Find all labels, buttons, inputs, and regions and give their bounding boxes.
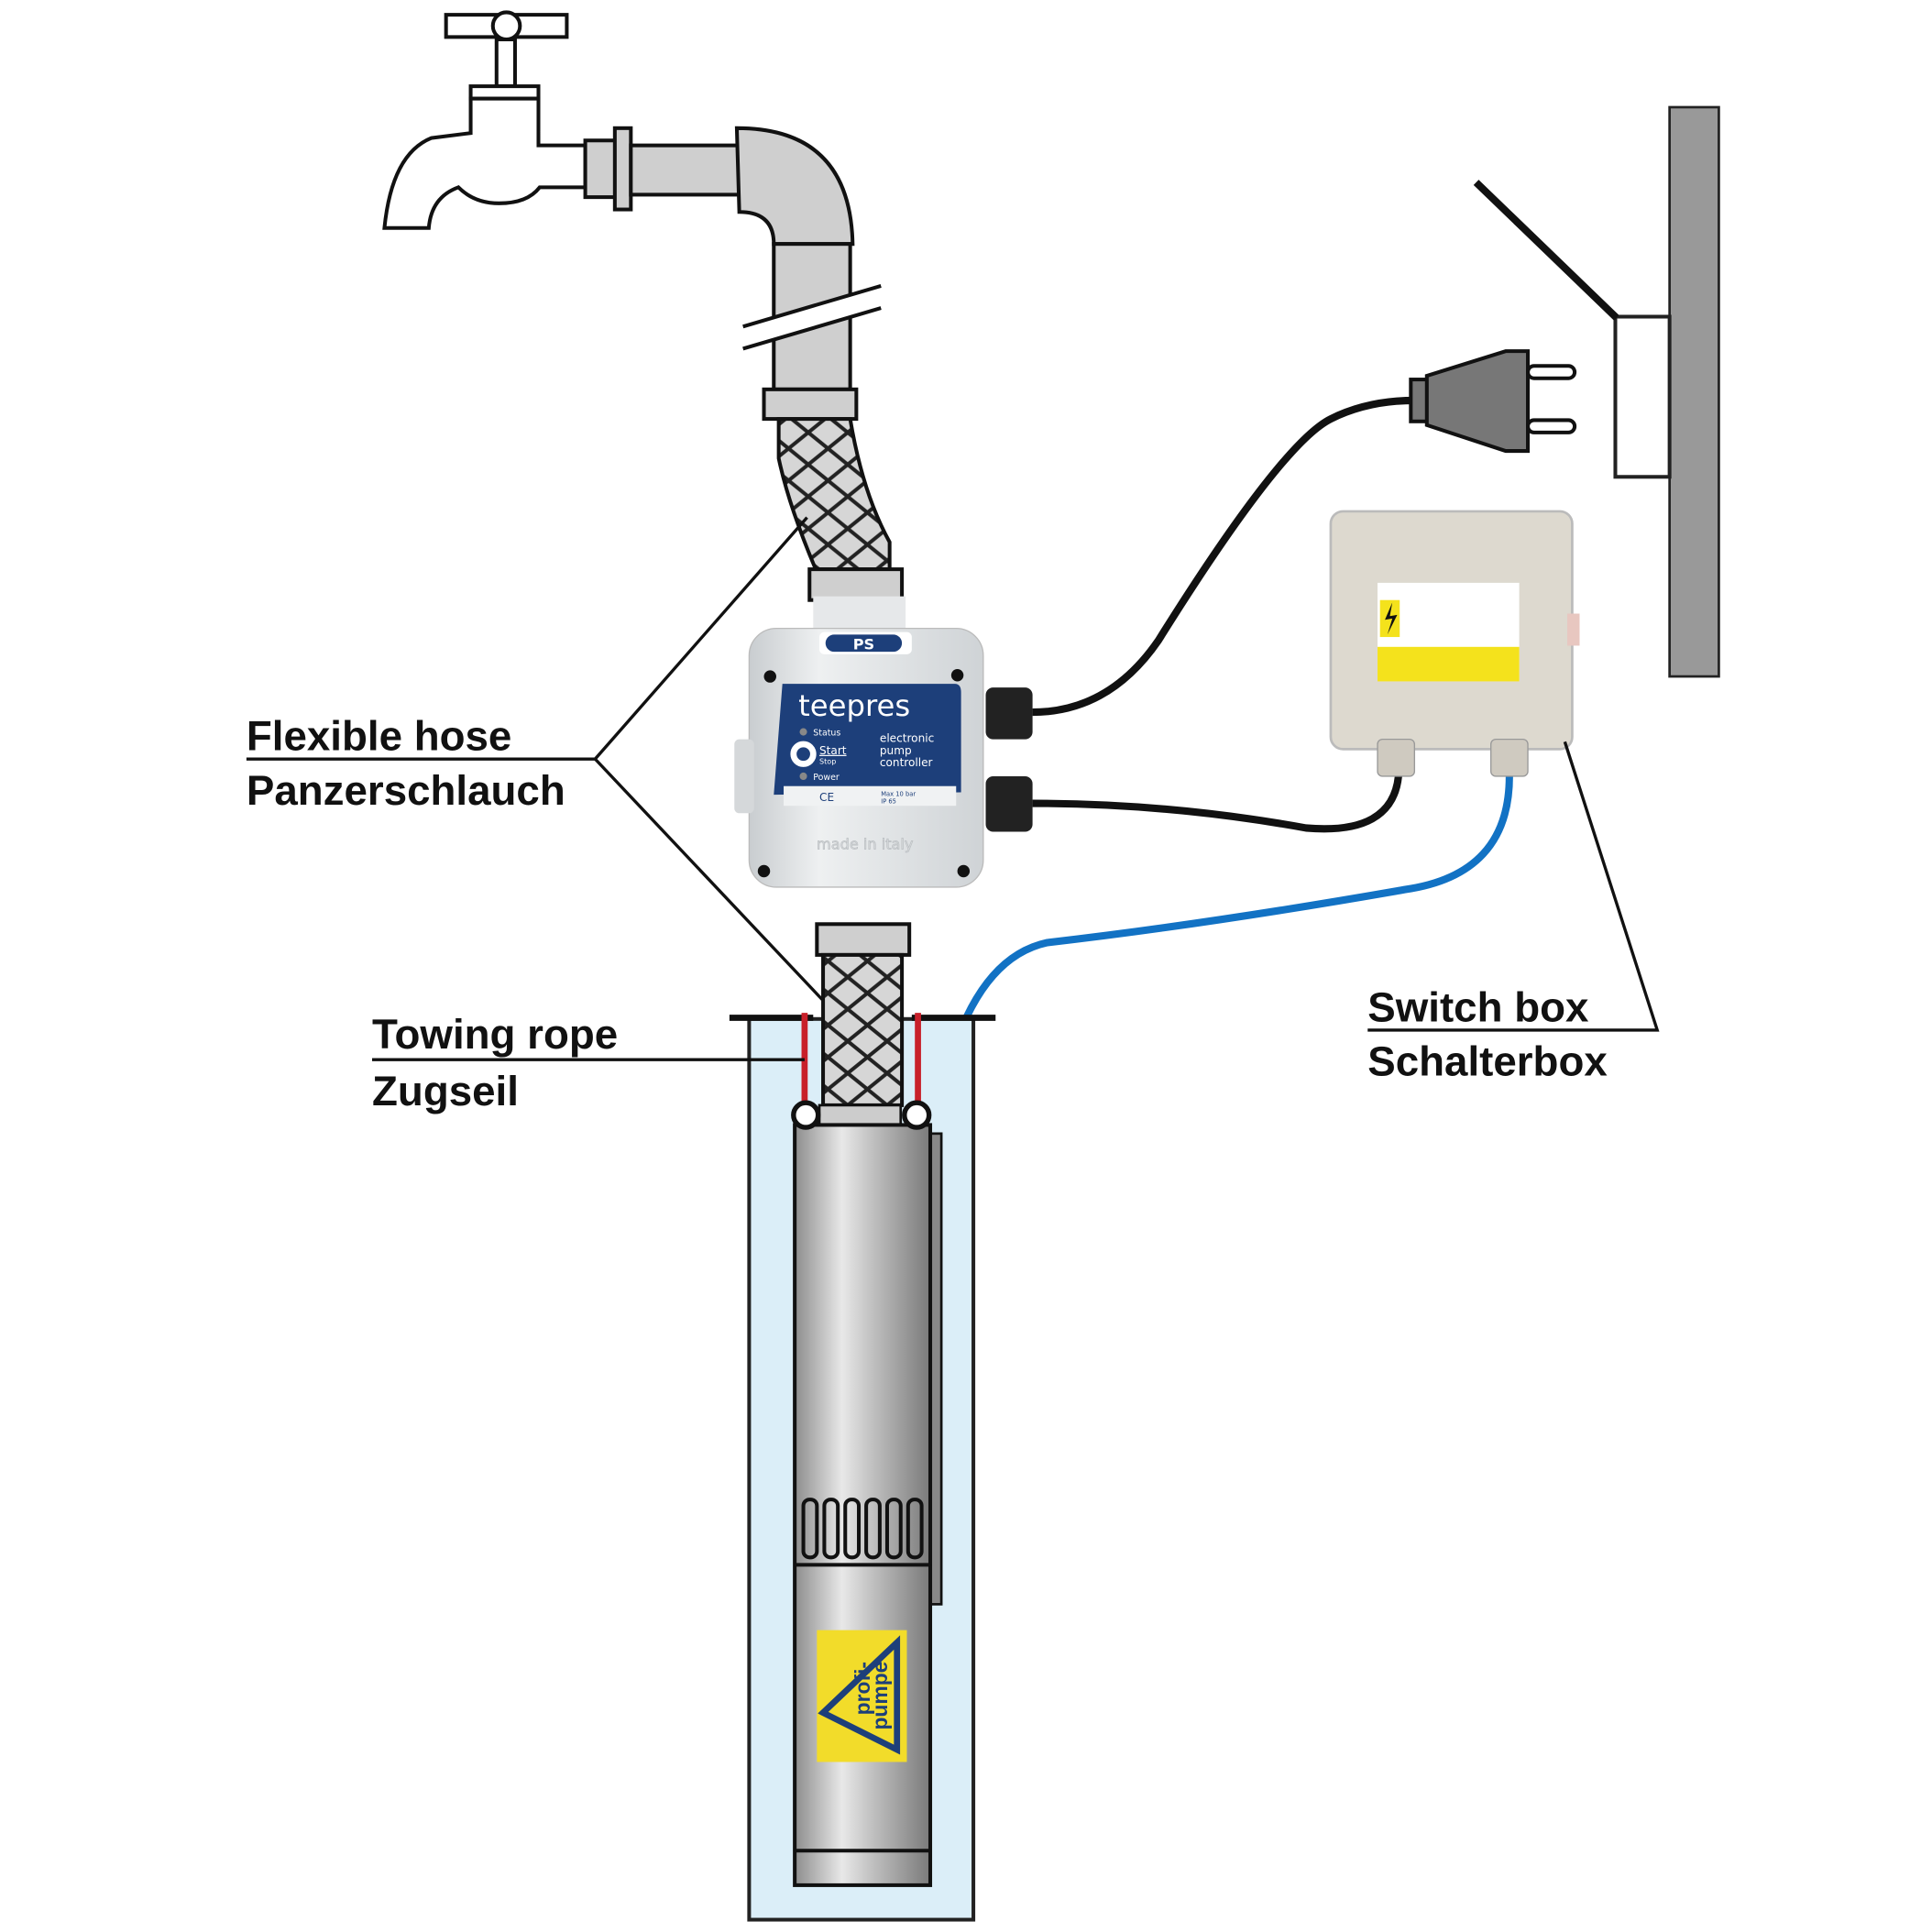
label-zugseil: Zugseil	[372, 1068, 519, 1114]
status-label: Status	[813, 729, 840, 739]
rating-1: Max 10 bar	[881, 790, 916, 797]
stop-label: Stop	[819, 758, 836, 766]
switch-box	[1329, 510, 1580, 777]
pump-controller: PS teepres Status Start Stop Power elect…	[734, 596, 1033, 888]
start-stop-button[interactable]	[790, 741, 817, 767]
pipe-break-mark	[739, 283, 885, 351]
callout-switch-box: Switch box Schalterbox	[1367, 741, 1660, 1085]
start-label: Start	[819, 744, 847, 757]
power-plug	[1409, 349, 1577, 454]
rating-2: IP 65	[881, 798, 896, 806]
power-label: Power	[813, 773, 840, 783]
flexible-hose-upper	[776, 417, 892, 572]
callout-flexible-hose: Flexible hose Panzerschlauch	[246, 516, 825, 1002]
wall	[1668, 105, 1720, 678]
label-towing-rope: Towing rope	[372, 1011, 618, 1058]
controller-badge: PS	[853, 635, 874, 653]
pump-cable	[930, 775, 1513, 1135]
desc-line-2: pump	[880, 744, 912, 757]
ce-mark: CE	[819, 791, 834, 804]
label-flexible-hose: Flexible hose	[247, 713, 511, 760]
power-cable	[1032, 396, 1415, 717]
submersible-pump: profi- pumpe	[793, 1103, 943, 1887]
callout-towing-rope: Towing rope Zugseil	[372, 1011, 805, 1114]
flexible-hose-lower	[821, 952, 905, 1107]
logo-line-2: pumpe	[868, 1662, 892, 1730]
water-pipe	[583, 126, 859, 422]
hose-coupling-lower	[815, 922, 912, 957]
faucet	[382, 10, 587, 230]
controller-brand: teepres	[798, 688, 910, 723]
hose-coupling	[807, 567, 905, 602]
switchbox-cable	[1032, 775, 1402, 833]
wall-socket	[1613, 314, 1672, 479]
made-in-text: made in italy	[817, 835, 914, 852]
desc-line-3: controller	[880, 756, 933, 769]
label-schalterbox: Schalterbox	[1367, 1038, 1608, 1085]
logo-line-1: profi-	[851, 1662, 874, 1715]
socket-cover	[1473, 180, 1619, 321]
label-panzerschlauch: Panzerschlauch	[247, 767, 565, 814]
desc-line-1: electronic	[880, 731, 934, 744]
pump-logo: profi- pumpe	[817, 1630, 907, 1762]
label-switch-box: Switch box	[1367, 983, 1589, 1030]
